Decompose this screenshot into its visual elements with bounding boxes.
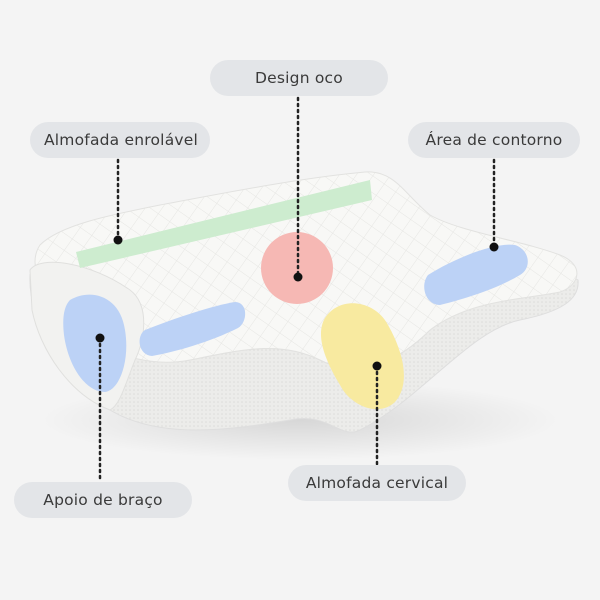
label-cervical-pillow: Almofada cervical — [288, 465, 466, 501]
label-arm-rest: Apoio de braço — [14, 482, 192, 518]
label-roll-pillow: Almofada enrolável — [30, 122, 210, 158]
arm-rest-zone-top — [139, 302, 246, 356]
arm-rest-zone-side — [63, 294, 127, 392]
dot-hollow — [293, 272, 303, 282]
contour-zone — [424, 244, 528, 305]
label-hollow-design: Design oco — [210, 60, 388, 96]
dot-cervical — [372, 361, 382, 371]
dot-arm — [95, 333, 105, 343]
cervical-zone — [320, 303, 404, 410]
label-contour-area: Área de contorno — [408, 122, 580, 158]
dot-contour — [489, 242, 499, 252]
dot-roll — [113, 235, 123, 245]
